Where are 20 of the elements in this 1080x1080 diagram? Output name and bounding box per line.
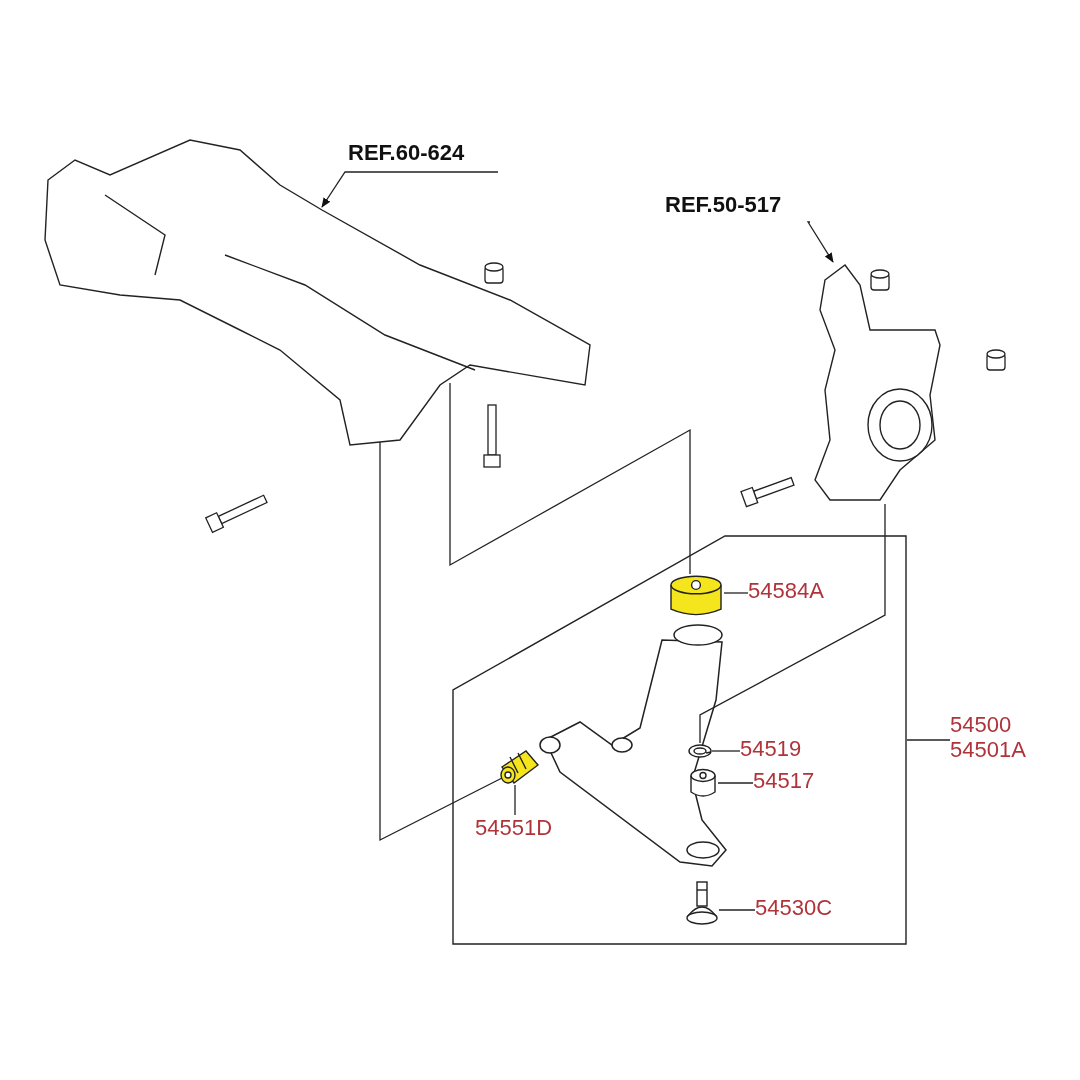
reference-label: REF.50-517 bbox=[665, 192, 783, 218]
part-number: 54519 bbox=[740, 736, 803, 762]
guide-line bbox=[449, 382, 691, 575]
leader-line bbox=[711, 750, 741, 752]
guide-line bbox=[699, 503, 886, 744]
part-number: 54501A bbox=[950, 737, 1027, 763]
arrow bbox=[806, 221, 834, 263]
arrow bbox=[321, 171, 499, 208]
leader-line bbox=[723, 592, 749, 594]
part-number: 54500 bbox=[950, 712, 1013, 738]
guide-line bbox=[379, 441, 503, 842]
reference-label: REF.60-624 bbox=[348, 140, 466, 166]
leader-line bbox=[717, 782, 754, 784]
part-number: 54551D bbox=[475, 815, 554, 841]
part-number: 54530C bbox=[755, 895, 834, 921]
part-number: 54517 bbox=[753, 768, 816, 794]
part-number: 54584A bbox=[748, 578, 825, 604]
leader-line bbox=[906, 739, 951, 741]
leader-line bbox=[718, 909, 756, 911]
leader-line bbox=[514, 784, 516, 816]
